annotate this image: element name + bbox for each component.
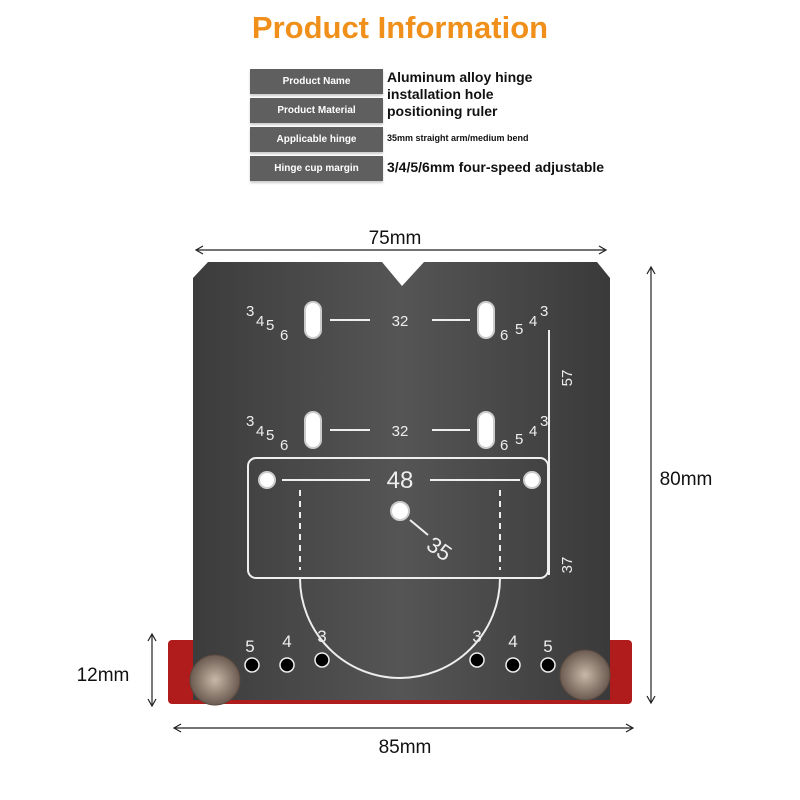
scale-mark: 3 bbox=[246, 413, 254, 430]
hole-mark: 4 bbox=[508, 632, 517, 651]
spec-value-margin: 3/4/5/6mm four-speed adjustable bbox=[387, 159, 605, 175]
spec-label-material: Product Material bbox=[250, 98, 383, 123]
scale-mark: 5 bbox=[266, 317, 274, 334]
scale-mark: 3 bbox=[540, 413, 548, 430]
page-title: Product Information bbox=[251, 10, 549, 45]
right-knob bbox=[559, 649, 611, 701]
scale-mark: 6 bbox=[500, 437, 508, 454]
scale-mark: 5 bbox=[266, 427, 274, 444]
side-mark-37: 37 bbox=[559, 557, 576, 574]
spec-value-name: Aluminum alloy hinge installation hole p… bbox=[387, 69, 532, 120]
scale-mark: 6 bbox=[280, 437, 288, 454]
dimension-base-width: 85mm bbox=[379, 737, 432, 758]
name-line: installation hole bbox=[387, 86, 494, 102]
hole-mark: 3 bbox=[472, 627, 481, 646]
name-line: Aluminum alloy hinge bbox=[387, 69, 533, 85]
spec-label-margin: Hinge cup margin bbox=[250, 156, 383, 181]
dimension-height: 80mm bbox=[660, 469, 713, 490]
spec-label-name: Product Name bbox=[250, 69, 383, 94]
name-line: positioning ruler bbox=[387, 103, 498, 119]
scale-mark: 3 bbox=[540, 303, 548, 320]
hole-mark: 3 bbox=[317, 627, 326, 646]
scale-mark: 4 bbox=[256, 423, 264, 440]
scale-mark: 4 bbox=[256, 313, 264, 330]
scale-mark: 6 bbox=[280, 327, 288, 344]
spec-value-hinge: 35mm straight arm/medium bend bbox=[387, 133, 529, 143]
scale-mark: 4 bbox=[529, 423, 537, 440]
dimension-width: 75mm bbox=[369, 228, 422, 249]
scale-mark: 3 bbox=[246, 303, 254, 320]
left-knob bbox=[189, 654, 241, 706]
hole-mark: 5 bbox=[543, 637, 552, 656]
metal-plate bbox=[193, 262, 610, 700]
spec-label-hinge: Applicable hinge bbox=[250, 127, 383, 152]
hole-mark: 4 bbox=[282, 632, 291, 651]
scale-mark: 5 bbox=[515, 321, 523, 338]
side-mark-57: 57 bbox=[559, 370, 576, 387]
scale-mark: 4 bbox=[529, 313, 537, 330]
hole-mark: 5 bbox=[245, 637, 254, 656]
spacing-mark: 32 bbox=[392, 313, 409, 330]
scale-mark: 6 bbox=[500, 327, 508, 344]
center-mark-48: 48 bbox=[387, 467, 414, 494]
spacing-mark: 32 bbox=[392, 423, 409, 440]
dimension-lines bbox=[147, 245, 656, 733]
dimension-base-height: 12mm bbox=[77, 665, 130, 686]
scale-mark: 5 bbox=[515, 431, 523, 448]
